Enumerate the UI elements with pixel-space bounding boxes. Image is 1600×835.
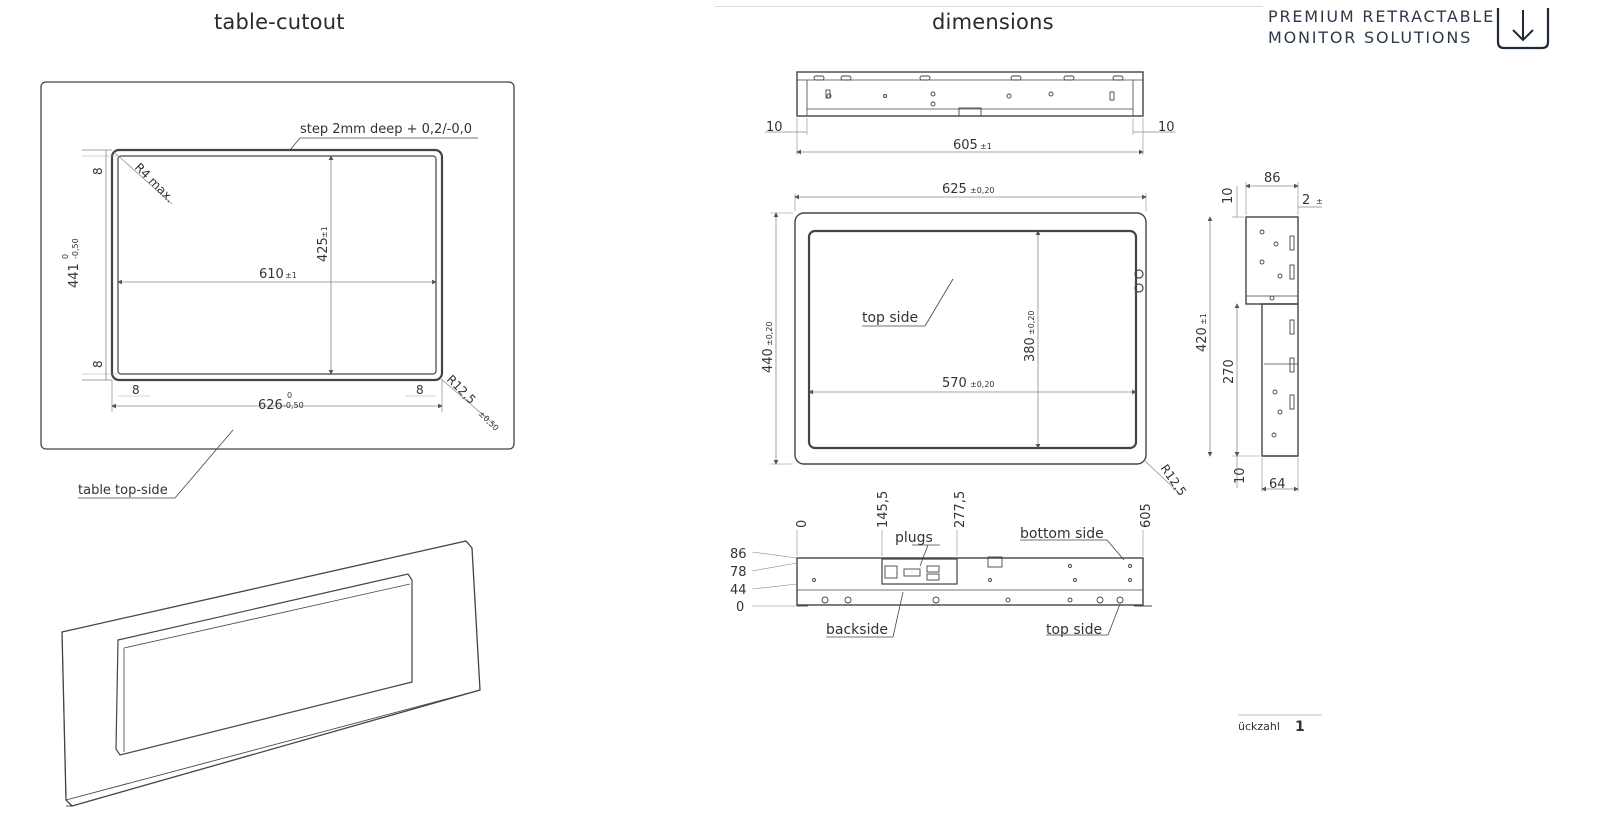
backside-label: backside [826, 622, 888, 638]
top-d10-left: 10 [766, 120, 783, 135]
cutout-inner-outline [117, 155, 437, 375]
front-view-labels: 625 ±0,20 440 ±0,20 380 ±0,20 570 ±0,20 … [761, 182, 1189, 498]
y0-label: 0 [736, 600, 744, 615]
bottom-housing [796, 557, 1144, 606]
front-frame [794, 212, 1147, 465]
brand-tagline: PREMIUM RETRACTABLE MONITOR SOLUTIONS [1268, 6, 1495, 48]
h441-tol-top: 0 [61, 254, 70, 259]
iso-panel-outline [61, 540, 481, 807]
h441-label: 441 [67, 263, 82, 288]
quantity-value: 1 [1295, 719, 1305, 735]
w86-label: 86 [1264, 171, 1281, 186]
brand-line-1: PREMIUM RETRACTABLE [1268, 7, 1495, 26]
top-view-labels: 10 10 605 ±1 [766, 120, 1175, 153]
step-note-label: step 2mm deep + 0,2/-0,0 [300, 122, 472, 137]
margin-8-top: 8 [91, 167, 105, 175]
isometric-table-view [61, 540, 481, 807]
w570-label: 570 [942, 376, 967, 391]
w626-label: 626 [258, 398, 283, 413]
h380-tol: ±0,20 [1027, 310, 1036, 335]
iso-cutout-outline [115, 573, 413, 756]
front-r125-label: R12,5 [1158, 462, 1190, 499]
w570-tol: ±0,20 [970, 380, 995, 389]
header-divider-line [715, 6, 1263, 7]
top-d10-right: 10 [1158, 120, 1175, 135]
front-view [770, 193, 1181, 495]
title-block-fragment: ückzahl 1 [1238, 714, 1322, 735]
front-screen [807, 229, 1138, 450]
h270-label: 270 [1222, 359, 1237, 384]
r125-tol: ±0,50 [477, 409, 501, 433]
front-top-side-label: top side [862, 310, 918, 326]
margin-8-right: 8 [416, 383, 424, 397]
table-cutout-title: table-cutout [214, 10, 345, 34]
margin-8-left: 8 [132, 383, 140, 397]
w605-tol: ±1 [980, 142, 992, 151]
y86-label: 86 [730, 547, 747, 562]
side-lower-body [1261, 303, 1299, 457]
d2-tol: ± [1316, 197, 1323, 206]
cutout-step-outline [110, 148, 444, 382]
w64-label: 64 [1269, 477, 1286, 492]
d2-label: 2 [1302, 193, 1310, 208]
x277-label: 277,5 [953, 491, 968, 528]
dimensions-title: dimensions [932, 10, 1054, 34]
margin-8-bottom: 8 [91, 360, 105, 368]
table-cutout-view [40, 81, 515, 499]
side-d10-bottom: 10 [1233, 467, 1248, 484]
y44-label: 44 [730, 583, 747, 598]
down-arrow-in-box-icon [1496, 8, 1550, 50]
table-top-side-label: table top-side [78, 483, 168, 498]
bottom-side-label: bottom side [1020, 526, 1104, 542]
w626-tol-top: 0 [287, 391, 292, 400]
w625-label: 625 [942, 182, 967, 197]
h425-tol: ±1 [320, 226, 329, 238]
x605-label: 605 [1139, 503, 1154, 528]
table-cutout-labels: step 2mm deep + 0,2/-0,0 R4 max. 610 ±1 … [61, 122, 500, 498]
w625-tol: ±0,20 [970, 186, 995, 195]
w610-tol: ±1 [285, 271, 297, 280]
r4-label: R4 max. [132, 160, 177, 205]
h440-tol: ±0,20 [765, 321, 774, 346]
h440-label: 440 [761, 348, 776, 373]
top-view [765, 71, 1175, 155]
bottom-view-labels: 0 145,5 277,5 605 86 78 44 0 plugs botto… [730, 491, 1154, 638]
r125-label: R12,5 [444, 372, 479, 407]
w605-label: 605 [953, 138, 978, 153]
plugs-label: plugs [895, 530, 933, 546]
side-view [1207, 182, 1322, 492]
side-upper-body [1245, 216, 1299, 305]
h441-tol-bottom: -0,50 [71, 238, 80, 259]
quantity-label: ückzahl [1238, 720, 1280, 733]
h380-label: 380 [1023, 337, 1038, 362]
x145-label: 145,5 [876, 491, 891, 528]
plugs-panel [881, 558, 958, 585]
side-d10-top: 10 [1221, 187, 1236, 204]
brand-line-2: MONITOR SOLUTIONS [1268, 28, 1473, 47]
bottom-top-side-label: top side [1046, 622, 1102, 638]
table-top-outline [40, 81, 515, 450]
side-view-labels: 86 2 ± 10 420 ±1 270 10 64 [1195, 171, 1323, 492]
w610-label: 610 [259, 267, 284, 282]
h420-label: 420 [1195, 327, 1210, 352]
w626-tol-bottom: -0,50 [283, 401, 304, 410]
bottom-view [751, 530, 1152, 638]
y78-label: 78 [730, 565, 747, 580]
x0-label: 0 [795, 520, 810, 528]
h420-tol: ±1 [1199, 313, 1208, 325]
h425-label: 425 [316, 237, 331, 262]
